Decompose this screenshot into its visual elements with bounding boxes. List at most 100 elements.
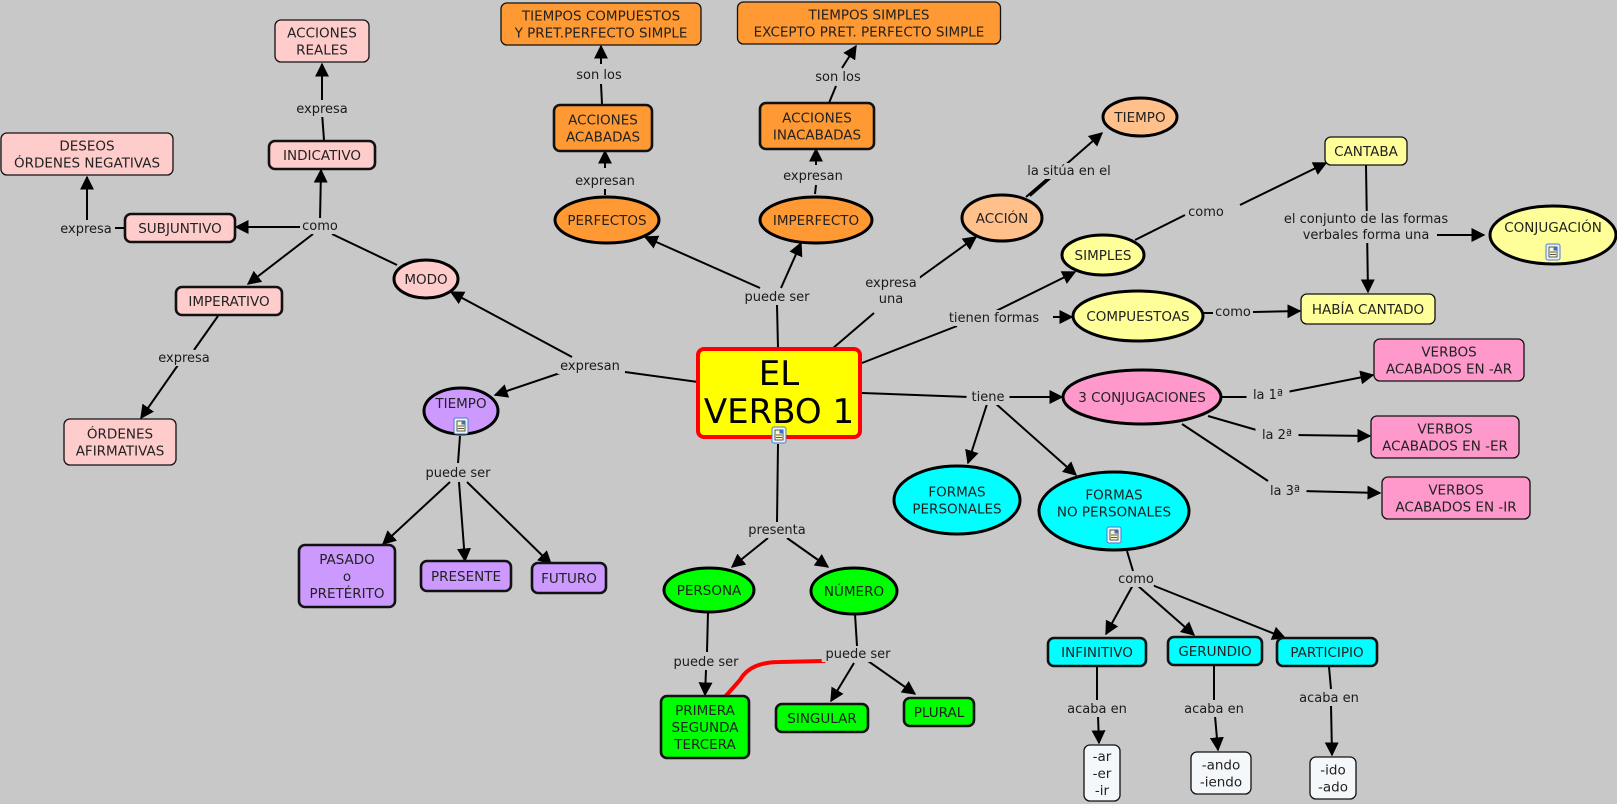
label-bg <box>740 289 814 305</box>
link-label-text: expresan <box>560 359 620 374</box>
connections <box>80 44 1486 757</box>
node-accion[interactable]: ACCIÓN <box>960 193 1044 243</box>
link-label-puede-ser-tiempo: puede ser <box>421 465 495 481</box>
link-label-text: tiene <box>972 390 1005 405</box>
node-label: MODO <box>404 272 447 288</box>
node-perfectos[interactable]: PERFECTOS <box>553 195 661 245</box>
node-label: SIMPLES <box>1075 248 1132 264</box>
node-shape <box>1071 289 1205 343</box>
node-label: TIEMPO <box>1113 110 1165 126</box>
link-label-tiene: tiene <box>966 389 1010 405</box>
node-plural[interactable]: PLURAL <box>902 696 976 728</box>
node-participio[interactable]: PARTICIPIO <box>1275 636 1379 668</box>
node-gerundio[interactable]: GERUNDIO <box>1166 635 1264 667</box>
node-label: TERCERA <box>673 737 736 753</box>
link-label-text: el conjunto de las formas <box>1284 212 1448 227</box>
arrow-puedeser-imperfecto <box>780 241 803 289</box>
node-imperfecto[interactable]: IMPERFECTO <box>758 195 874 245</box>
node-presente[interactable]: PRESENTE <box>419 559 513 593</box>
node-tiempo-left[interactable]: TIEMPO <box>422 386 500 436</box>
node-shape <box>758 101 876 151</box>
node-shape <box>736 1 1002 45</box>
node-indicativo[interactable]: INDICATIVO <box>267 139 377 171</box>
node-label: ACCIÓN <box>976 209 1029 227</box>
node-futuro[interactable]: FUTURO <box>530 561 608 595</box>
link-label-text: como <box>1188 205 1224 220</box>
node-end-inf[interactable]: -ar-er-ir <box>1083 744 1121 802</box>
node-subjuntivo[interactable]: SUBJUNTIVO <box>123 212 237 244</box>
link-label-text: expresan <box>783 169 843 184</box>
arrow-to-ir <box>1300 485 1382 500</box>
node-label: PRIMERA <box>675 703 736 719</box>
node-simples[interactable]: SIMPLES <box>1060 233 1146 277</box>
node-shape <box>1373 338 1525 382</box>
link-label-la-2: la 2ª <box>1255 427 1299 443</box>
link-label-text: puede ser <box>745 290 811 305</box>
link-label-la-1: la 1ª <box>1246 387 1290 403</box>
link-label-text: la 3ª <box>1270 484 1300 499</box>
node-singular[interactable]: SINGULAR <box>774 702 870 734</box>
arrow-puedeser-perfectos <box>643 235 761 289</box>
node-shape <box>552 103 654 153</box>
node-shape <box>809 566 899 616</box>
line-persona-puedeser <box>706 611 709 653</box>
arrow-to-er <box>1293 428 1372 443</box>
node-shape <box>530 561 608 595</box>
line-indicativo-reales <box>321 112 325 141</box>
node-label: CONJUGACIÓN <box>1504 218 1602 236</box>
node-conjugacion[interactable]: CONJUGACIÓN <box>1488 204 1617 266</box>
node-label: IMPERATIVO <box>188 294 269 310</box>
node-label: EXCEPTO PRET. PERFECTO SIMPLE <box>754 25 985 41</box>
link-label-puede-ser-main: puede ser <box>740 289 814 305</box>
line-main-tienenformas <box>861 325 958 364</box>
resource-document-icon[interactable] <box>1545 243 1561 261</box>
node-shape <box>123 212 237 244</box>
node-label: PERSONALES <box>912 502 1001 518</box>
node-compuestoas[interactable]: COMPUESTOAS <box>1071 289 1205 343</box>
arrow-como-imperativo <box>246 233 314 285</box>
node-label: NÚMERO <box>824 582 884 600</box>
node-habia-cantado[interactable]: HABÍA CANTADO <box>1300 293 1436 325</box>
node-cantaba[interactable]: CANTABA <box>1324 136 1408 166</box>
node-modo[interactable]: MODO <box>392 258 460 300</box>
line-como-indicativo <box>313 168 328 221</box>
arrow-to-futuro <box>466 481 553 565</box>
node-end-par[interactable]: -ido-ado <box>1309 756 1357 800</box>
resource-document-icon[interactable] <box>1106 526 1122 544</box>
node-shape <box>659 694 751 760</box>
node-shape <box>1101 96 1179 138</box>
node-label: ACABADOS EN -AR <box>1386 362 1512 378</box>
node-imperativo[interactable]: IMPERATIVO <box>174 285 284 317</box>
node-infinitivo[interactable]: INFINITIVO <box>1046 636 1148 668</box>
node-tiempo-right[interactable]: TIEMPO <box>1101 96 1179 138</box>
node-end-ger[interactable]: -ando-iendo <box>1190 751 1252 795</box>
resource-document-icon[interactable] <box>771 426 787 444</box>
link-label-acaba-par: acaba en <box>1296 690 1362 706</box>
node-tres-conjugaciones[interactable]: 3 CONJUGACIONES <box>1061 368 1223 426</box>
label-bg <box>302 218 338 234</box>
main-title-line1: EL <box>759 354 799 394</box>
resource-document-icon[interactable] <box>453 417 469 435</box>
node-numero[interactable]: NÚMERO <box>809 566 899 616</box>
node-persona[interactable]: PERSONA <box>662 566 756 614</box>
label-bg <box>1263 483 1307 499</box>
node-label: ÓRDENES <box>87 425 153 443</box>
node-shape <box>1300 293 1436 325</box>
